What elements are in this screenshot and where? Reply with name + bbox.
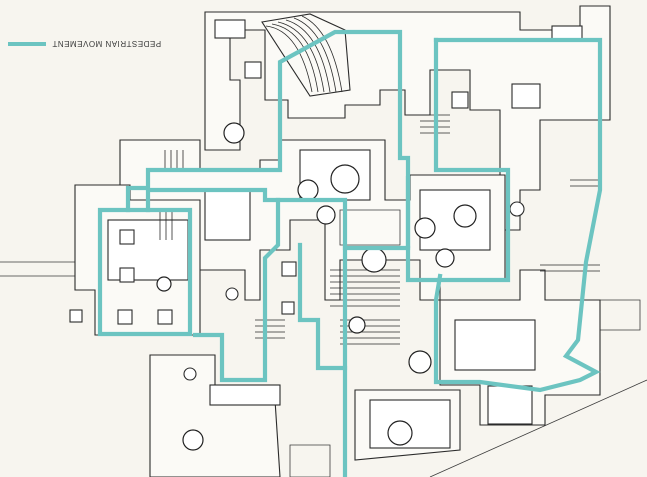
tree-icon xyxy=(435,248,455,268)
tree-icon xyxy=(156,276,172,292)
route-center-south xyxy=(145,187,281,383)
tree-icon xyxy=(387,420,413,446)
tree-icon xyxy=(182,429,204,451)
route-east-inner xyxy=(405,37,511,283)
stair-hatching xyxy=(159,114,600,345)
tree-icon xyxy=(361,247,387,273)
route-center-down xyxy=(297,242,348,371)
tree-icon xyxy=(297,179,319,201)
tree-icon xyxy=(330,164,360,194)
tree-icon xyxy=(348,316,366,334)
building-southwest xyxy=(149,354,331,477)
route-west-to-center xyxy=(125,29,411,251)
tree-icon xyxy=(408,350,432,374)
route-east-loop xyxy=(433,37,603,393)
route-core xyxy=(275,197,348,477)
left-road-edge xyxy=(0,261,79,277)
tree-icon xyxy=(223,122,245,144)
tree-icon xyxy=(316,205,336,225)
tree-icon xyxy=(453,204,477,228)
pedestrian-routes xyxy=(97,29,603,477)
bottom-right-ground-line xyxy=(429,379,647,477)
tree-icon xyxy=(414,217,436,239)
route-west-loop xyxy=(97,207,193,337)
trees xyxy=(156,122,477,451)
right-edge-wall xyxy=(600,299,641,331)
